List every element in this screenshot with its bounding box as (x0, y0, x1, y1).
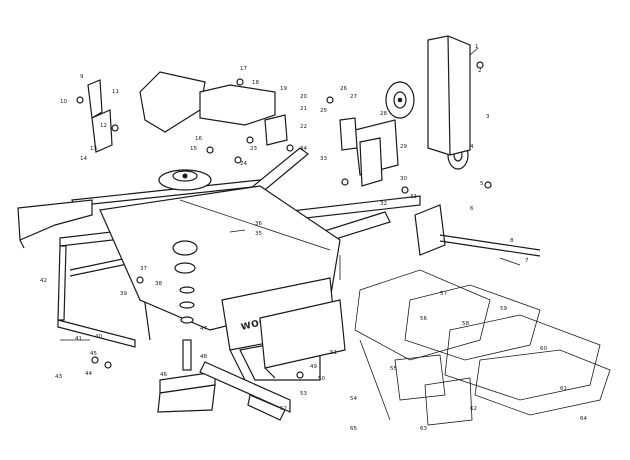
right-bracket (414, 204, 541, 257)
part-number-label: 32 (380, 201, 387, 207)
part-number-label: 40 (95, 334, 102, 340)
part-number-label: 44 (85, 371, 92, 377)
part-number-label: 12 (100, 123, 107, 129)
part-number-label: 37 (140, 266, 147, 272)
part-number-label: 65 (350, 426, 357, 432)
part-number-label: 56 (420, 316, 427, 322)
rear-shield (259, 299, 346, 379)
part-number-label: 27 (350, 94, 357, 100)
part-number-label: 6 (470, 206, 474, 212)
upright-column (427, 35, 471, 156)
part-number-label: 45 (90, 351, 97, 357)
part-number-label: 38 (155, 281, 162, 287)
blade (199, 361, 291, 421)
part-number-label: 2 (478, 68, 482, 74)
part-number-label: 21 (300, 106, 307, 112)
part-number-label: 11 (112, 89, 119, 95)
part-number-label: 39 (120, 291, 127, 297)
part-number-label: 46 (160, 372, 167, 378)
part-number-label: 19 (280, 86, 287, 92)
part-number-label: 41 (75, 336, 82, 342)
part-number-label: 16 (195, 136, 202, 142)
part-number-label: 36 (255, 221, 262, 227)
part-number-label: 8 (510, 238, 514, 244)
part-number-label: 5 (480, 181, 484, 187)
part-number-label: 28 (380, 111, 387, 117)
top-left-bracket (87, 79, 113, 153)
part-number-label: 57 (440, 291, 447, 297)
part-number-label: 17 (240, 66, 247, 72)
part-number-label: 43 (55, 374, 62, 380)
part-number-label: 61 (560, 386, 567, 392)
part-number-label: 42 (40, 278, 47, 284)
part-number-label: 1 (475, 44, 479, 50)
part-number-label: 63 (420, 426, 427, 432)
part-number-label: 4 (470, 144, 474, 150)
part-number-label: 15 (190, 146, 197, 152)
part-number-label: 14 (80, 156, 87, 162)
part-number-label: 23 (250, 146, 257, 152)
part-number-label: 7 (525, 258, 529, 264)
part-number-label: 64 (580, 416, 587, 422)
part-number-labels: 1234567891011121314151617181920212223242… (40, 44, 587, 432)
part-number-label: 30 (400, 176, 407, 182)
part-number-label: 47 (200, 326, 207, 332)
part-number-label: 55 (390, 366, 397, 372)
part-number-label: 3 (486, 114, 490, 120)
part-number-label: 60 (540, 346, 547, 352)
lower-right-assembly (354, 269, 611, 426)
gearbox-pulley (158, 169, 212, 274)
spindle-assembly (157, 286, 216, 413)
part-number-label: 26 (340, 86, 347, 92)
part-number-label: 10 (60, 99, 67, 105)
part-number-label: 25 (320, 108, 327, 114)
part-number-label: 33 (320, 156, 327, 162)
part-number-label: 49 (310, 364, 317, 370)
left-skid (17, 199, 93, 249)
right-mount-plates (264, 114, 399, 187)
part-number-label: 31 (410, 194, 417, 200)
part-number-label: 20 (300, 94, 307, 100)
part-number-label: 58 (462, 321, 469, 327)
part-number-label: 52 (280, 406, 287, 412)
fasteners (76, 61, 492, 379)
part-number-label: 50 (318, 376, 325, 382)
part-number-label: 59 (500, 306, 507, 312)
part-number-label: 9 (80, 74, 84, 80)
part-number-label: 29 (400, 144, 407, 150)
part-number-label: 13 (90, 146, 97, 152)
part-number-label: 35 (255, 231, 262, 237)
part-number-label: 34 (300, 146, 307, 152)
part-number-label: 24 (240, 161, 247, 167)
belt-shield (139, 71, 276, 133)
part-number-label: 53 (300, 391, 307, 397)
part-number-label: 62 (470, 406, 477, 412)
leader-lines (60, 47, 521, 341)
part-number-label: 54 (350, 396, 357, 402)
part-number-label: 51 (330, 350, 337, 356)
part-number-label: 22 (300, 124, 307, 130)
part-number-label: 18 (252, 80, 259, 86)
part-number-label: 48 (200, 354, 207, 360)
